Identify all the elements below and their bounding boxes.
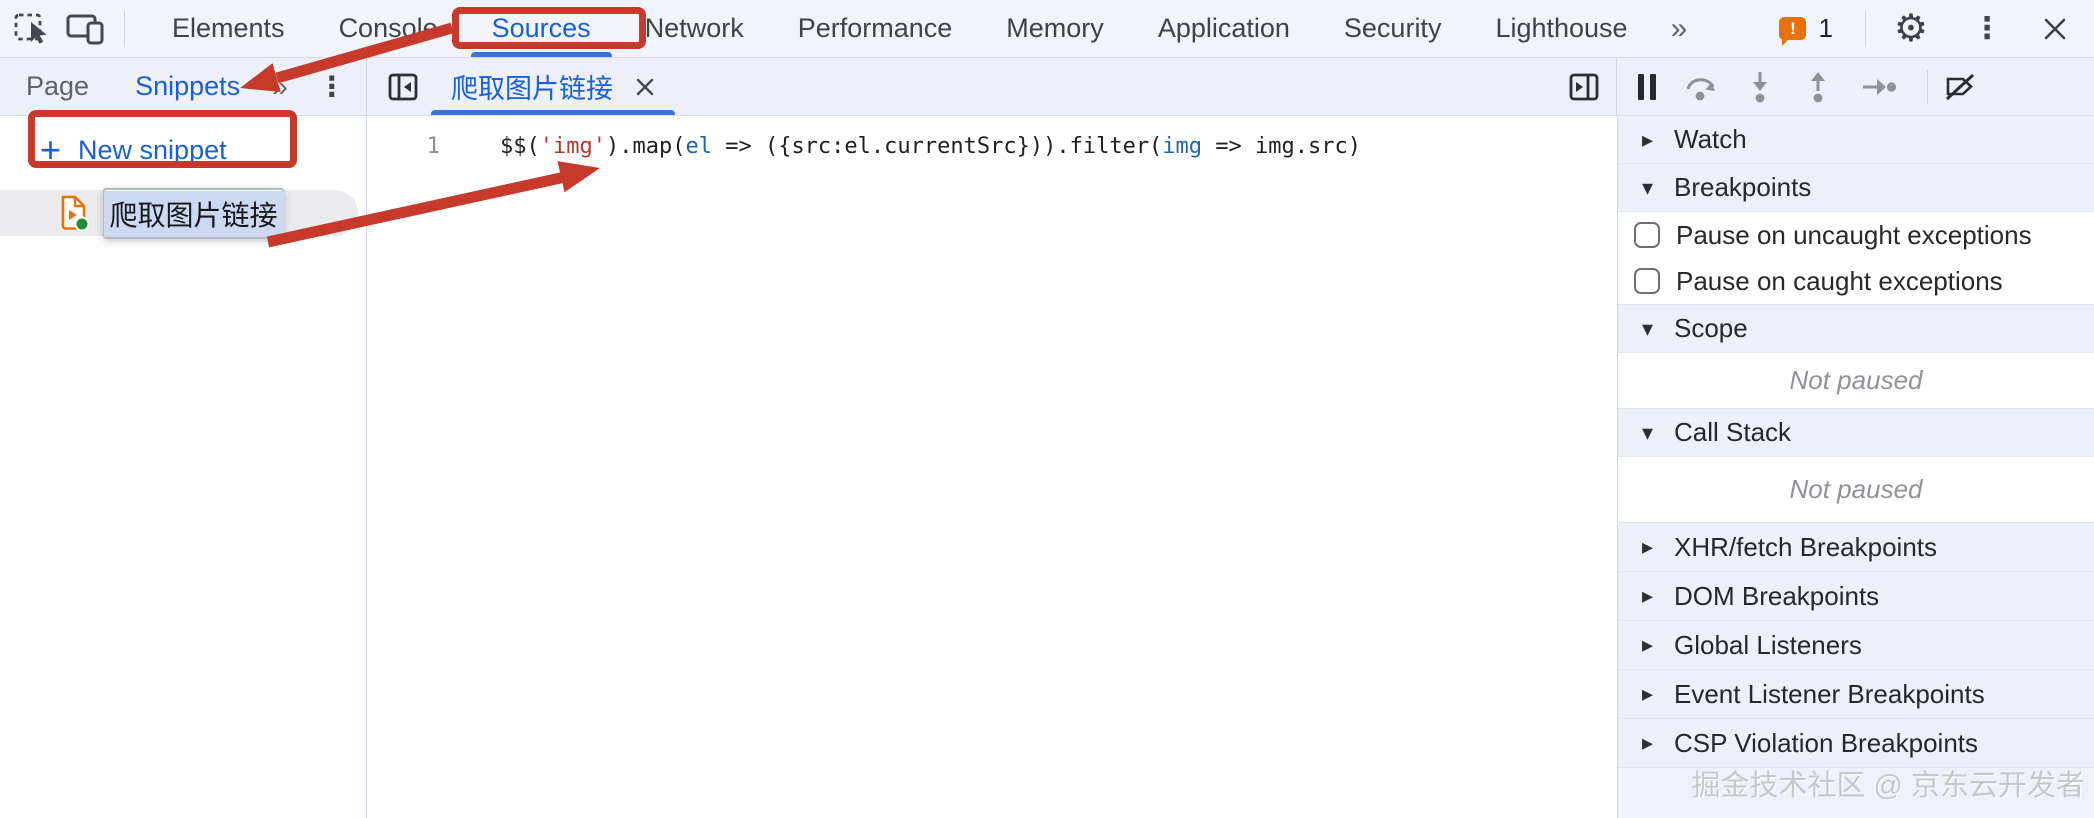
navigator-toolbar: Page Snippets » ⋮ <box>0 58 367 116</box>
scope-status: Not paused <box>1618 353 2094 409</box>
call-stack-status: Not paused <box>1618 457 2094 523</box>
tab-elements[interactable]: Elements <box>172 13 285 43</box>
collapse-arrow-icon: ▸ <box>1642 126 1654 152</box>
hide-debugger-sidebar-icon[interactable] <box>1568 71 1600 103</box>
snippet-file-icon <box>58 195 90 231</box>
debugger-toolbar <box>1617 58 2094 116</box>
section-scope[interactable]: ▾ Scope <box>1618 305 2094 353</box>
editor-tab-bar: 爬取图片链接 <box>367 58 1617 116</box>
navigator-tab-snippets[interactable]: Snippets <box>135 71 241 101</box>
tab-security[interactable]: Security <box>1343 13 1442 43</box>
step-out-icon[interactable] <box>1803 71 1833 103</box>
section-event-listener-breakpoints[interactable]: ▸ Event Listener Breakpoints <box>1618 670 2094 719</box>
issues-button[interactable]: ! 1 <box>1779 13 1833 46</box>
close-devtools-icon[interactable] <box>2042 7 2068 51</box>
plus-icon: + <box>40 129 62 170</box>
issues-count: 1 <box>1818 13 1833 43</box>
new-snippet-button[interactable]: + New snippet <box>0 125 366 175</box>
navigator-menu-icon[interactable]: ⋮ <box>317 71 346 102</box>
toolbar-divider <box>1927 69 1928 104</box>
collapse-arrow-icon: ▸ <box>1642 632 1654 657</box>
debugger-sidebar: ▸ Watch ▾ Breakpoints Pause on uncaught … <box>1617 116 2094 818</box>
toolbar-divider <box>124 10 125 47</box>
step-into-icon[interactable] <box>1745 71 1775 103</box>
devtools-top-bar: Elements Console Sources Network Perform… <box>0 0 2094 58</box>
pause-caught-checkbox[interactable] <box>1634 268 1660 294</box>
pause-script-icon[interactable] <box>1637 73 1657 101</box>
more-options-icon[interactable]: ⋮ <box>1972 12 2002 45</box>
pause-uncaught-checkbox[interactable] <box>1634 222 1660 248</box>
line-number: 1 <box>426 134 440 159</box>
section-xhr-breakpoints[interactable]: ▸ XHR/fetch Breakpoints <box>1618 523 2094 572</box>
code-line: 1 $$('img').map(el => ({src:el.currentSr… <box>367 116 1617 162</box>
pause-caught-row: Pause on caught exceptions <box>1618 258 2094 304</box>
section-csp-violation-breakpoints[interactable]: ▸ CSP Violation Breakpoints <box>1618 719 2094 768</box>
inspect-element-icon[interactable] <box>14 7 50 51</box>
snippets-pane: + New snippet 爬取图片链接 <box>0 116 367 818</box>
issues-icon: ! <box>1779 17 1807 46</box>
new-snippet-label: New snippet <box>78 134 227 165</box>
more-tabs-icon[interactable]: » <box>1670 11 1688 45</box>
snippet-name-text: 爬取图片链接 <box>103 190 284 237</box>
deactivate-breakpoints-icon[interactable] <box>1944 73 1976 101</box>
editor-tab-close-icon[interactable] <box>635 77 655 97</box>
tab-application[interactable]: Application <box>1157 13 1290 43</box>
editor-tab-snippet[interactable]: 爬取图片链接 <box>431 58 675 115</box>
step-over-icon[interactable] <box>1685 72 1717 102</box>
expand-arrow-icon: ▾ <box>1642 174 1654 200</box>
tab-console[interactable]: Console <box>338 13 438 43</box>
tab-memory[interactable]: Memory <box>1006 13 1104 43</box>
tab-lighthouse[interactable]: Lighthouse <box>1495 13 1628 43</box>
section-watch[interactable]: ▸ Watch <box>1618 116 2094 164</box>
settings-gear-icon[interactable]: ⚙ <box>1893 7 1928 50</box>
section-breakpoints[interactable]: ▾ Breakpoints <box>1618 164 2094 212</box>
section-global-listeners[interactable]: ▸ Global Listeners <box>1618 621 2094 670</box>
navigator-tab-page[interactable]: Page <box>26 71 90 101</box>
tab-sources[interactable]: Sources <box>465 0 618 57</box>
expand-arrow-icon: ▾ <box>1642 419 1654 445</box>
hide-navigator-icon[interactable] <box>387 71 419 103</box>
breakpoints-content: Pause on uncaught exceptions Pause on ca… <box>1618 212 2094 305</box>
device-toolbar-icon[interactable] <box>66 7 106 51</box>
watermark-text: 掘金技术社区 @ 京东云开发者 <box>1691 770 2085 802</box>
section-call-stack[interactable]: ▾ Call Stack <box>1618 409 2094 457</box>
expand-arrow-icon: ▾ <box>1642 315 1654 341</box>
collapse-arrow-icon: ▸ <box>1642 583 1654 608</box>
editor-tab-title: 爬取图片链接 <box>451 74 613 104</box>
pause-uncaught-label: Pause on uncaught exceptions <box>1676 219 2032 250</box>
toolbar-divider <box>1864 10 1866 47</box>
panel-tabstrip: Elements Console Sources Network Perform… <box>145 0 1703 57</box>
tab-performance[interactable]: Performance <box>797 13 953 43</box>
tab-network[interactable]: Network <box>644 13 744 43</box>
top-bar-actions: ! 1 ⚙ ⋮ <box>1779 7 2094 51</box>
collapse-arrow-icon: ▸ <box>1642 681 1654 706</box>
pause-caught-label: Pause on caught exceptions <box>1676 265 2003 296</box>
collapse-arrow-icon: ▸ <box>1642 730 1654 755</box>
step-icon[interactable] <box>1861 73 1897 101</box>
pause-uncaught-row: Pause on uncaught exceptions <box>1618 212 2094 258</box>
code-content: $$('img').map(el => ({src:el.currentSrc}… <box>500 134 1362 159</box>
navigator-more-tabs-icon[interactable]: » <box>272 70 288 102</box>
code-editor[interactable]: 1 $$('img').map(el => ({src:el.currentSr… <box>367 116 1617 818</box>
snippet-name-input[interactable]: 爬取图片链接 <box>103 188 284 239</box>
section-dom-breakpoints[interactable]: ▸ DOM Breakpoints <box>1618 572 2094 621</box>
collapse-arrow-icon: ▸ <box>1642 534 1654 559</box>
